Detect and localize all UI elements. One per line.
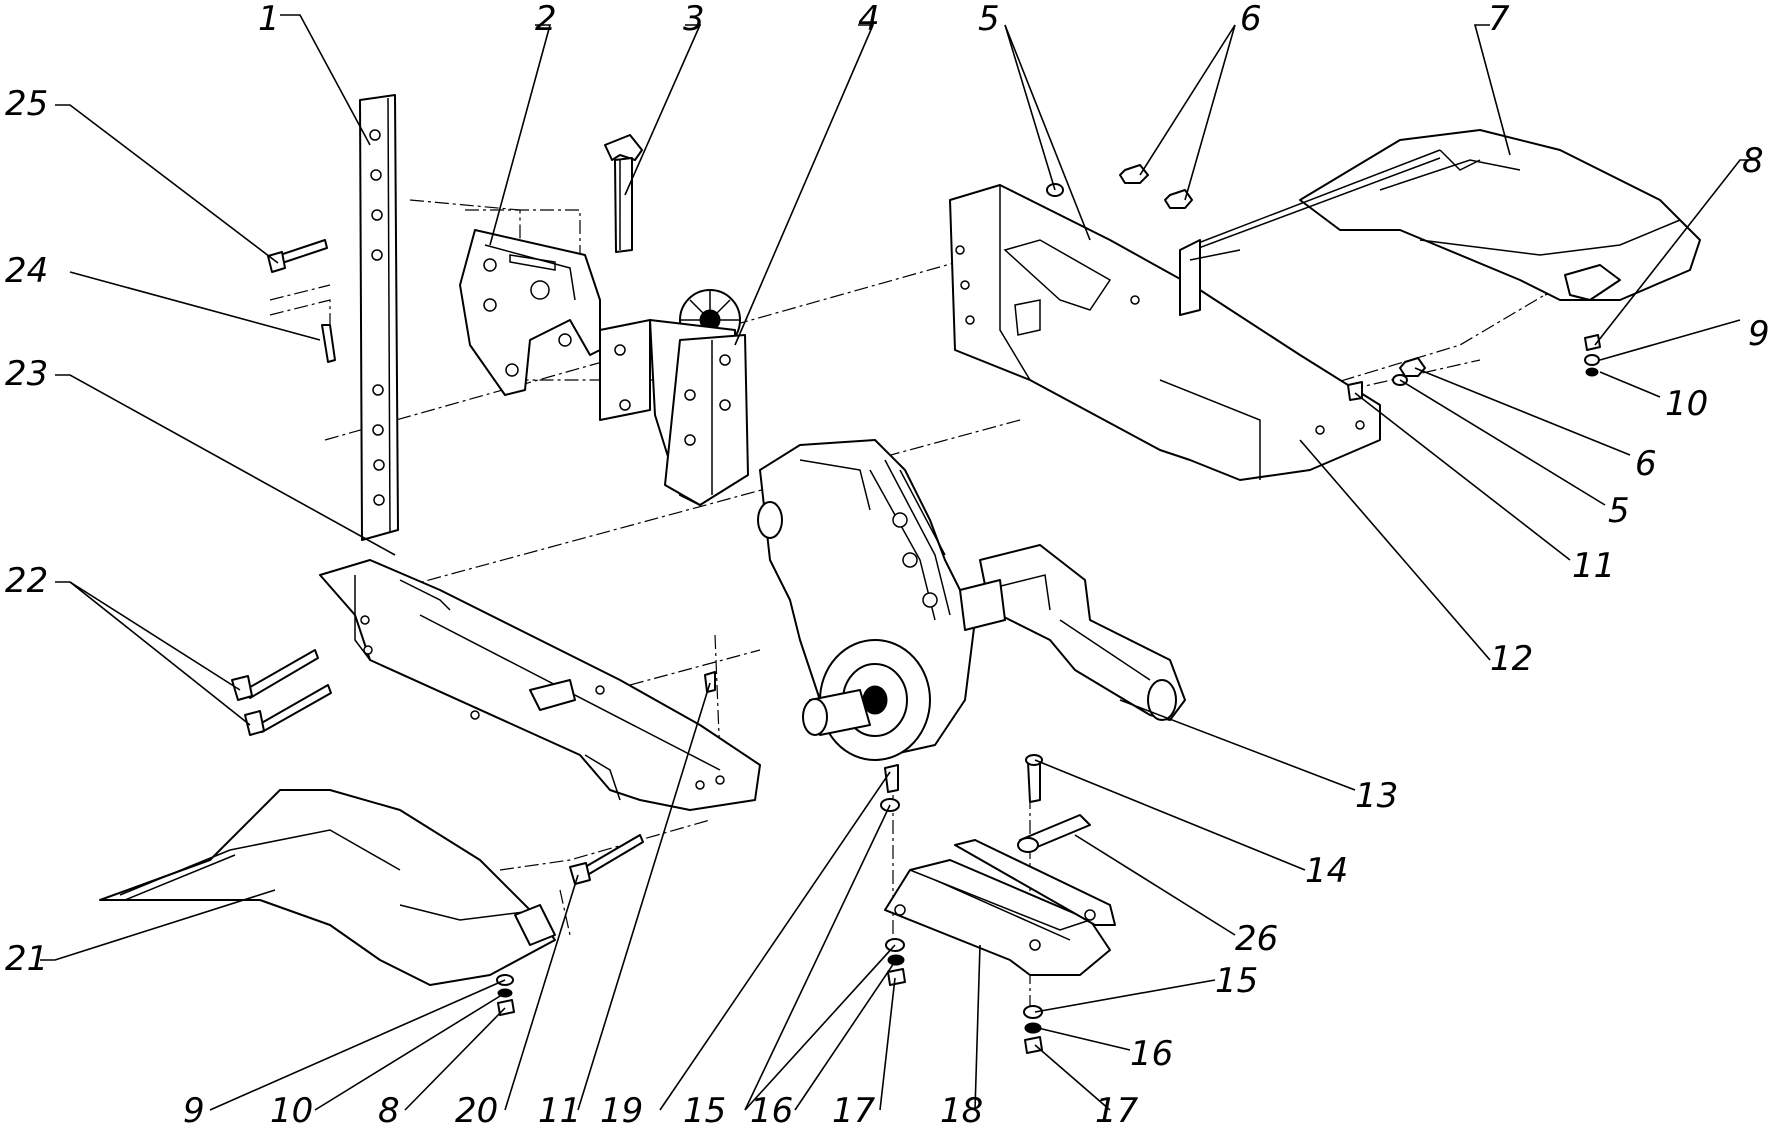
callout-14: 14 xyxy=(1305,851,1348,891)
part-18-bottom-bracket xyxy=(884,839,1116,976)
gearbox-body xyxy=(757,439,1006,761)
part-25-bolt xyxy=(267,239,328,273)
callout-15: 15 xyxy=(1215,961,1258,1001)
part-24-cotter-pin xyxy=(321,324,336,363)
callout-7: 7 xyxy=(1488,0,1510,39)
callout-16: 16 xyxy=(750,1091,793,1131)
callout-11: 11 xyxy=(1572,546,1615,586)
callout-11: 11 xyxy=(538,1091,581,1131)
small-hardware xyxy=(496,334,1601,1054)
callout-17: 17 xyxy=(1095,1091,1139,1131)
callout-26: 26 xyxy=(1235,919,1278,959)
callout-labels: 1 2 3 4 5 6 7 8 9 10 6 5 11 12 13 14 26 … xyxy=(5,0,1770,1131)
callout-13: 13 xyxy=(1355,776,1398,816)
callout-1: 1 xyxy=(258,0,280,39)
callout-21: 21 xyxy=(5,939,48,979)
callout-22: 22 xyxy=(5,561,48,601)
callout-18: 18 xyxy=(940,1091,983,1131)
callout-20: 20 xyxy=(455,1091,498,1131)
callout-3: 3 xyxy=(683,0,705,39)
part-2-bracket xyxy=(459,229,601,396)
callout-19: 19 xyxy=(600,1091,643,1131)
callout-24: 24 xyxy=(5,251,48,291)
callout-8: 8 xyxy=(378,1091,400,1131)
callout-12: 12 xyxy=(1490,639,1533,679)
leader-lines xyxy=(40,14,1755,1111)
callout-25: 25 xyxy=(5,84,48,124)
part-22-bolts xyxy=(231,649,332,736)
part-26-link xyxy=(1017,814,1091,853)
callout-10: 10 xyxy=(1665,384,1708,424)
part-12-right-frame xyxy=(949,184,1381,481)
callout-9: 9 xyxy=(1748,314,1770,354)
part-13-shaft-housing xyxy=(979,544,1186,721)
part-3-pin xyxy=(604,134,643,253)
callout-6: 6 xyxy=(1240,0,1262,39)
callout-15: 15 xyxy=(683,1091,726,1131)
callout-4: 4 xyxy=(858,0,880,39)
callout-8: 8 xyxy=(1742,141,1764,181)
part-4-rack-housing xyxy=(599,289,749,506)
callout-10: 10 xyxy=(270,1091,313,1131)
callout-6: 6 xyxy=(1635,444,1657,484)
callout-2: 2 xyxy=(535,0,557,39)
part-21-left-pan xyxy=(99,789,556,986)
callout-23: 23 xyxy=(5,354,48,394)
callout-17: 17 xyxy=(832,1091,876,1131)
part-7-right-pan xyxy=(1179,129,1701,301)
part-1-vertical-bar xyxy=(359,94,399,541)
part-23-left-frame xyxy=(319,559,761,811)
callout-5: 5 xyxy=(978,0,1000,39)
callout-5: 5 xyxy=(1608,491,1630,531)
callout-16: 16 xyxy=(1130,1034,1173,1074)
callout-9: 9 xyxy=(183,1091,205,1131)
